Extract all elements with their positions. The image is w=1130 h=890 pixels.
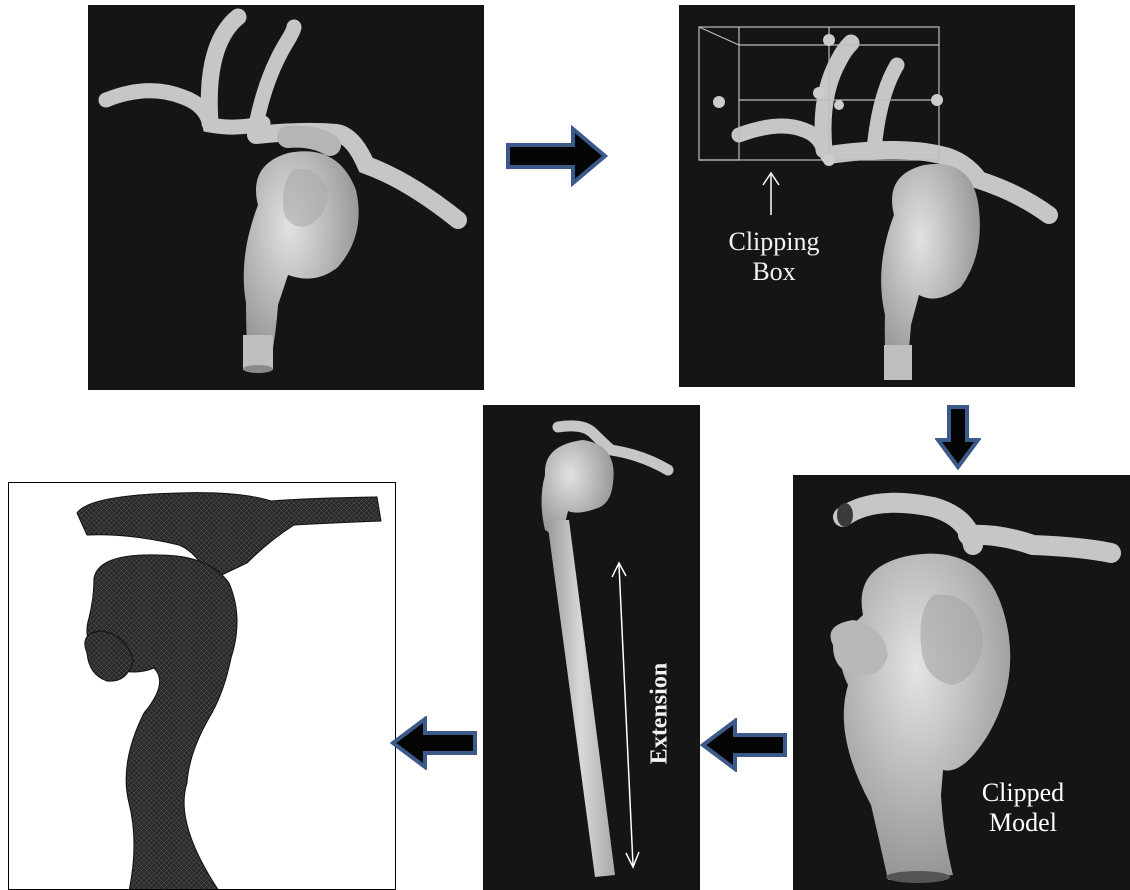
clipping-vessel-render [679, 5, 1075, 387]
extension-vessel-render [483, 405, 700, 890]
clipped-vessel-render [793, 475, 1130, 890]
flow-arrow-left-1 [390, 716, 478, 770]
flow-arrow-right [505, 125, 610, 187]
extension-double-arrow [612, 563, 639, 867]
mesh-vessel-render [9, 483, 396, 890]
clipping-box-pointer [763, 173, 779, 215]
extension-panel: Extension [483, 405, 700, 890]
clipping-box-panel: Clipping Box [679, 5, 1075, 387]
mesh-model-panel [8, 482, 396, 890]
clipped-model-label: Clipped Model [968, 778, 1078, 838]
flow-arrow-down [935, 404, 981, 470]
original-model-panel [88, 5, 484, 390]
extension-label: Extension [647, 654, 674, 774]
original-vessel-render [88, 5, 484, 390]
clipped-model-panel: Clipped Model [793, 475, 1130, 890]
clipping-box-label: Clipping Box [719, 227, 829, 287]
flow-arrow-left-2 [700, 718, 788, 772]
